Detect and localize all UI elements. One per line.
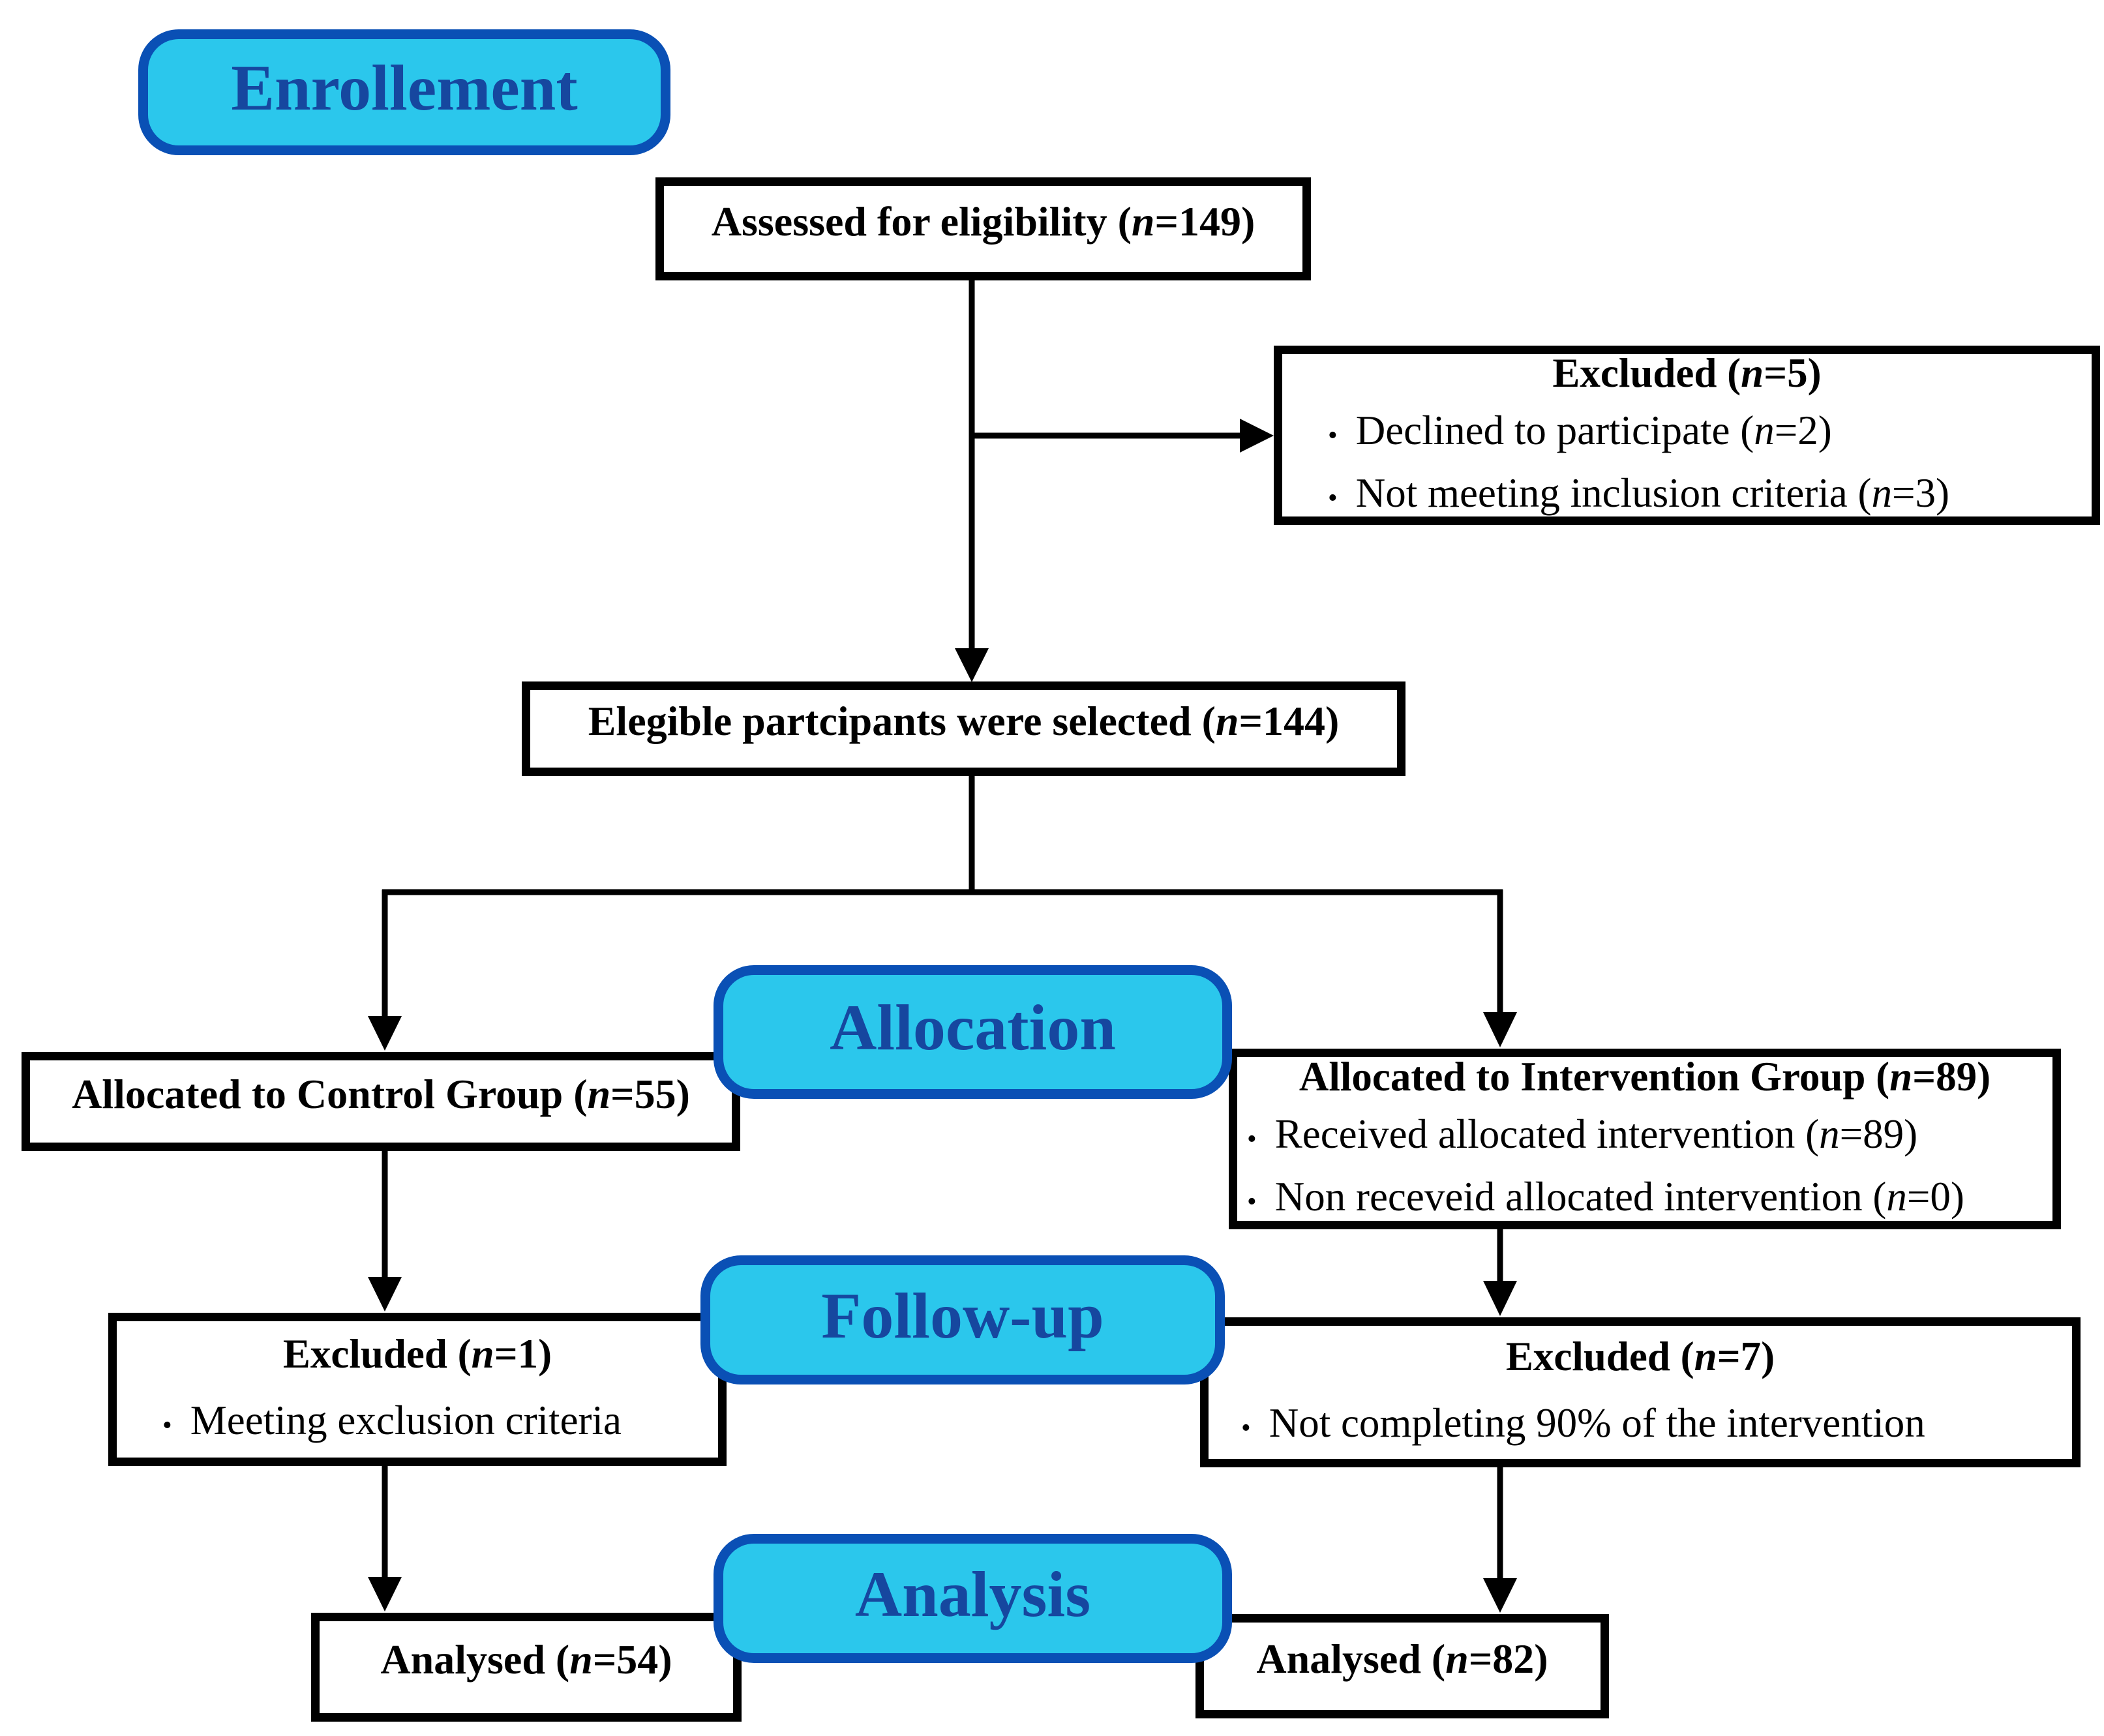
bullet-icon: • <box>1241 1413 1251 1443</box>
bullet-icon: • <box>1247 1186 1257 1217</box>
bullet-text: Declined to participate (n=2) <box>1355 407 1832 453</box>
stage-label-follow-up: Follow-up <box>821 1279 1104 1352</box>
bullet-text: Received allocated intervention (n=89) <box>1274 1111 1918 1157</box>
bullet-text: Non receveid allocated intervention (n=0… <box>1274 1173 1964 1220</box>
stage-label-allocation: Allocation <box>830 991 1116 1064</box>
box-text: Elegible partcipants were selected (n=14… <box>588 698 1340 745</box>
arrowhead-down <box>1483 1012 1517 1047</box>
list-item: • Not completing 90% of the intervention <box>1209 1394 2072 1457</box>
box-analysed-control: Analysed (n=54) <box>311 1613 742 1722</box>
box-eligible-selected: Elegible partcipants were selected (n=14… <box>522 681 1405 776</box>
bullet-icon: • <box>1247 1124 1257 1154</box>
bullet-text: Not completing 90% of the intervention <box>1269 1400 1925 1446</box>
arrowhead-down <box>1483 1281 1517 1316</box>
box-allocated-intervention: Allocated to Intervention Group (n=89) •… <box>1229 1049 2061 1229</box>
list-item: • Not meeting inclusion criteria (n=3) <box>1282 464 2092 527</box>
box-title: Allocated to Intervention Group (n=89) <box>1299 1053 1991 1100</box>
bullet-icon: • <box>1328 420 1338 451</box>
bullet-icon: • <box>162 1410 172 1441</box>
box-assessed-eligibility: Assessed for eligibility (n=149) <box>655 177 1311 280</box>
box-text: Analysed (n=82) <box>1256 1635 1548 1682</box>
stage-pill-allocation: Allocation <box>714 965 1232 1099</box>
list-item: • Received allocated intervention (n=89) <box>1237 1105 2052 1168</box>
box-excluded-enrollment: Excluded (n=5) • Declined to participate… <box>1274 346 2100 525</box>
box-text: Assessed for eligibility (n=149) <box>711 198 1255 245</box>
arrowhead-down <box>368 1016 402 1051</box>
box-excluded-control: Excluded (n=1) • Meeting exclusion crite… <box>108 1313 727 1466</box>
bullet-text: Meeting exclusion criteria <box>190 1397 622 1443</box>
stage-label-analysis: Analysis <box>854 1557 1091 1630</box>
box-title: Excluded (n=7) <box>1505 1334 1775 1379</box>
arrowhead-down <box>368 1277 402 1311</box>
box-analysed-intervention: Analysed (n=82) <box>1195 1614 1609 1718</box>
stage-label-enrollment: Enrollement <box>231 52 578 124</box>
list-item: • Non receveid allocated intervention (n… <box>1237 1168 2052 1231</box>
arrowhead-right <box>1240 419 1274 453</box>
bullet-text: Not meeting inclusion criteria (n=3) <box>1355 470 1949 516</box>
box-title: Excluded (n=1) <box>282 1330 552 1377</box>
list-item: • Declined to participate (n=2) <box>1282 402 2092 464</box>
stage-pill-analysis: Analysis <box>714 1534 1232 1663</box>
box-title: Excluded (n=5) <box>1552 350 1822 396</box>
list-item: • Meeting exclusion criteria <box>117 1392 718 1454</box>
arrowhead-down <box>368 1577 402 1611</box>
stage-pill-follow-up: Follow-up <box>700 1255 1225 1384</box>
box-allocated-control: Allocated to Control Group (n=55) <box>22 1052 740 1151</box>
box-text: Allocated to Control Group (n=55) <box>72 1070 690 1117</box>
box-text: Analysed (n=54) <box>380 1636 672 1683</box>
stage-pill-enrollment: Enrollement <box>138 29 670 155</box>
arrowhead-down <box>1483 1578 1517 1613</box>
bullet-icon: • <box>1328 483 1338 513</box>
arrowhead-down <box>955 648 989 682</box>
box-excluded-intervention: Excluded (n=7) • Not completing 90% of t… <box>1200 1317 2081 1467</box>
